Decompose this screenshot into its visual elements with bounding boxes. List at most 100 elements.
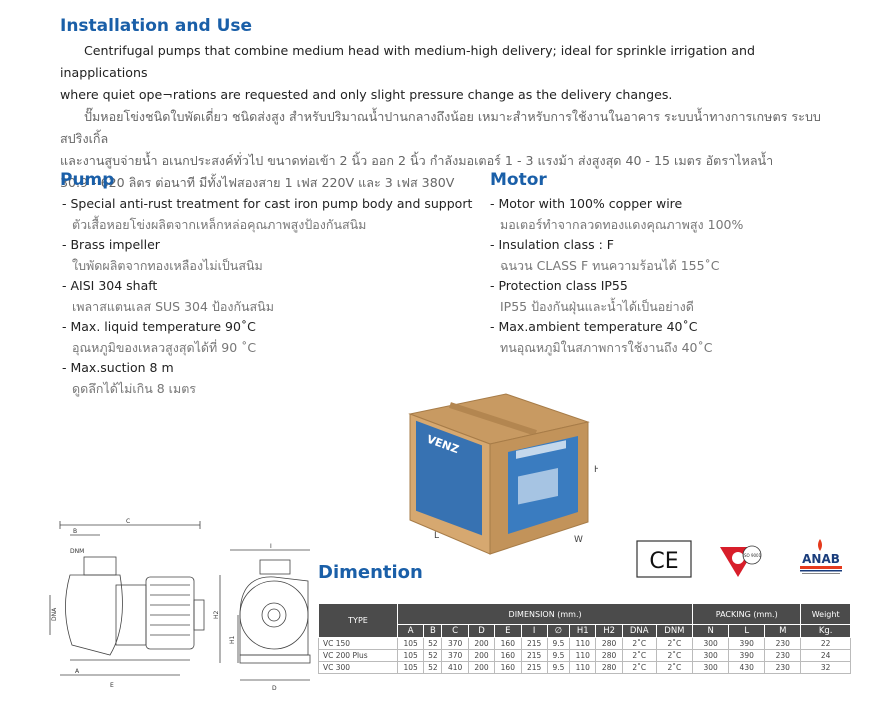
table-cell: 280 xyxy=(595,637,623,650)
table-cell: 280 xyxy=(595,661,623,674)
drawing-label-dnm: DNM xyxy=(70,548,84,555)
drawing-label-h2: H2 xyxy=(213,610,220,619)
table-cell: 110 xyxy=(569,661,597,674)
box-dim-w: W xyxy=(574,535,583,545)
col-h2-header: H2 xyxy=(595,624,623,638)
table-cell: 110 xyxy=(569,649,597,662)
dimension-header: DIMENSION (mm.) xyxy=(396,603,694,625)
table-cell: 105 xyxy=(396,661,425,674)
table-cell: 230 xyxy=(764,649,802,662)
motor-feature-th: ฉนวน CLASS F ทนความร้อนได้ 155˚C xyxy=(500,257,720,273)
col-b-header: B xyxy=(423,624,443,638)
box-dim-h: H xyxy=(594,465,598,475)
col-l-header: L xyxy=(728,624,766,638)
installation-title: Installation and Use xyxy=(60,16,253,36)
col-n-header: N xyxy=(692,624,730,638)
pump-title: Pump xyxy=(60,170,115,190)
pump-technical-drawing: C B DNM DNA A E I H2 H1 D xyxy=(49,518,311,692)
tisi-iso-logo: ISO 9001 xyxy=(720,545,762,577)
table-row: VC 200 Plus 105 52 370 200 160 215 9.5 1… xyxy=(318,649,851,662)
table-cell: 200 xyxy=(467,637,496,650)
install-en-line1: Centrifugal pumps that combine medium he… xyxy=(60,43,755,80)
table-cell: 200 xyxy=(467,649,496,662)
table-cell: 2˚C xyxy=(655,637,694,650)
drawing-label-h1: H1 xyxy=(229,635,236,644)
table-cell: 215 xyxy=(520,649,548,662)
col-diameter-header: ∅ xyxy=(546,624,571,638)
motor-feature: - Max.ambient temperature 40˚C xyxy=(490,319,698,334)
motor-title: Motor xyxy=(490,170,547,190)
motor-features: - Motor with 100% copper wire มอเตอร์ทำจ… xyxy=(490,194,743,358)
table-cell: 160 xyxy=(494,649,522,662)
pump-feature-th: ดูดลึกได้ไม่เกิน 8 เมตร xyxy=(72,380,197,396)
pump-feature-th: เพลาสแตนเลส SUS 304 ป้องกันสนิม xyxy=(72,298,274,314)
table-cell: 230 xyxy=(764,661,802,674)
drawing-label-e: E xyxy=(110,682,114,689)
drawing-label-dna: DNA xyxy=(51,607,58,621)
table-cell: 215 xyxy=(520,637,548,650)
table-cell: 200 xyxy=(467,661,496,674)
table-cell: 370 xyxy=(441,637,469,650)
table-cell: 430 xyxy=(728,661,766,674)
install-en-line2: where quiet ope¬rations are requested an… xyxy=(60,87,673,102)
ce-mark-text: CE xyxy=(649,549,678,574)
dimention-title: Dimention xyxy=(318,562,423,583)
pump-feature: - Brass impeller xyxy=(62,237,160,252)
table-cell: 110 xyxy=(569,637,597,650)
motor-feature-th: IP55 ป้องกันฝุ่นและน้ำได้เป็นอย่างดี xyxy=(500,298,694,314)
table-cell: 105 xyxy=(396,637,425,650)
table-cell: 52 xyxy=(423,637,443,650)
col-dnm-header: DNM xyxy=(655,624,694,638)
table-cell: 2˚C xyxy=(621,637,657,650)
col-e-header: E xyxy=(494,624,522,638)
table-cell: 390 xyxy=(728,649,766,662)
table-cell: 24 xyxy=(800,649,851,662)
table-cell: 32 xyxy=(800,661,851,674)
col-dna-header: DNA xyxy=(621,624,657,638)
drawing-label-c: C xyxy=(126,518,130,525)
table-cell: 300 xyxy=(692,661,730,674)
table-cell: 370 xyxy=(441,649,469,662)
table-cell: 2˚C xyxy=(655,649,694,662)
col-d-header: D xyxy=(467,624,496,638)
motor-feature: - Insulation class : F xyxy=(490,237,614,252)
install-th-line1: ปั๊มหอยโข่งชนิดใบพัดเดี่ยว ชนิดส่งสูง สำ… xyxy=(60,109,821,146)
table-cell: 2˚C xyxy=(621,661,657,674)
motor-feature: - Protection class IP55 xyxy=(490,278,628,293)
dimension-table: TYPE DIMENSION (mm.) PACKING (mm.) Weigh… xyxy=(318,603,851,674)
col-i-header: I xyxy=(520,624,548,638)
anab-text: ANAB xyxy=(802,552,840,566)
table-cell: 2˚C xyxy=(621,649,657,662)
packing-header: PACKING (mm.) xyxy=(692,603,802,625)
table-cell: 390 xyxy=(728,637,766,650)
table-cell: 52 xyxy=(423,649,443,662)
table-cell: 105 xyxy=(396,649,425,662)
packing-box-image: VENZ H L W xyxy=(408,393,598,555)
motor-feature-th: ทนอุณหภูมิในสภาพการใช้งานถึง 40˚C xyxy=(500,339,713,355)
table-cell: 280 xyxy=(595,649,623,662)
pump-feature-th: อุณหภูมิของเหลวสูงสุดได้ที่ 90 ˚C xyxy=(72,339,257,355)
motor-feature: - Motor with 100% copper wire xyxy=(490,196,683,211)
table-cell: 22 xyxy=(800,637,851,650)
table-cell: 215 xyxy=(520,661,548,674)
col-a-header: A xyxy=(396,624,425,638)
pump-feature-th: ตัวเสื้อหอยโข่งผลิตจากเหล็กหล่อคุณภาพสูง… xyxy=(72,216,367,232)
table-cell: VC 150 xyxy=(318,637,398,650)
pump-feature: - Special anti-rust treatment for cast i… xyxy=(62,196,473,211)
drawing-label-b: B xyxy=(73,528,77,535)
installation-text: Centrifugal pumps that combine medium he… xyxy=(60,40,840,194)
pump-feature-th: ใบพัดผลิตจากทองเหลืองไม่เป็นสนิม xyxy=(72,257,263,273)
type-header: TYPE xyxy=(318,603,398,638)
table-row: VC 150 105 52 370 200 160 215 9.5 110 28… xyxy=(318,637,851,650)
pump-feature: - Max.suction 8 m xyxy=(62,360,174,375)
weight-header: Weight xyxy=(800,603,851,625)
table-cell: 160 xyxy=(494,661,522,674)
pump-feature: - AISI 304 shaft xyxy=(62,278,158,293)
ce-mark: CE xyxy=(636,540,692,578)
table-cell: 9.5 xyxy=(546,661,571,674)
drawing-label-i: I xyxy=(270,543,272,550)
table-cell: 230 xyxy=(764,637,802,650)
install-th-line3: 30.9 - 620 ลิตร ต่อนาที มีทั้งไฟสองสาย 1… xyxy=(60,175,455,190)
table-cell: 410 xyxy=(441,661,469,674)
drawing-label-a: A xyxy=(75,668,80,675)
